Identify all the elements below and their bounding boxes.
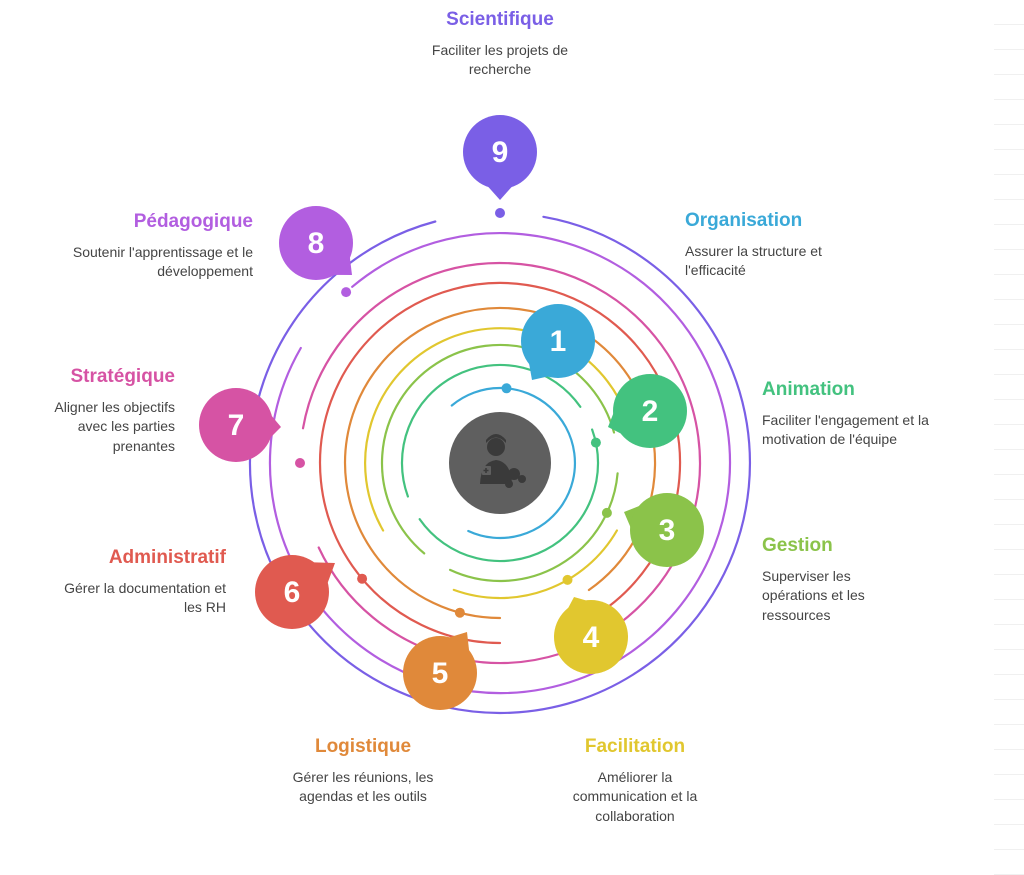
label-facilitation: Facilitation Améliorer la communication … — [535, 736, 735, 827]
badge-circle — [463, 115, 537, 189]
badge-1: 1 — [521, 304, 595, 380]
ring-dot-5 — [454, 607, 465, 618]
node-description: Gérer les réunions, les agendas et les o… — [292, 768, 434, 805]
badge-circle — [403, 636, 477, 710]
badge-circle — [630, 493, 704, 567]
ring-arc-3 — [449, 472, 619, 583]
ring-dot-4 — [562, 574, 573, 585]
ring-dots-group — [295, 208, 612, 618]
badge-circle — [255, 555, 329, 629]
badge-9: 9 — [463, 115, 537, 200]
node-title: Logistique — [314, 736, 412, 757]
ring-dot-2 — [590, 437, 601, 448]
node-description: Assurer la structure et l'efficacité — [685, 242, 822, 279]
ring-arc-2 — [418, 428, 600, 563]
badge-circle — [521, 304, 595, 378]
badge-2: 2 — [608, 374, 687, 448]
badge-number: 7 — [228, 409, 245, 442]
badge-4: 4 — [554, 597, 628, 674]
badge-number: 8 — [308, 227, 325, 260]
badge-number: 3 — [659, 514, 676, 547]
node-title: Facilitation — [584, 736, 686, 757]
ring-dot-1 — [501, 383, 512, 394]
node-title: Organisation — [685, 210, 803, 231]
badge-circle — [554, 600, 628, 674]
node-title: Administratif — [108, 547, 226, 568]
badge-3: 3 — [624, 493, 704, 567]
ring-arc-6 — [318, 281, 682, 645]
ring-dot-9 — [495, 208, 505, 218]
node-description: Faciliter l'engagement et la motivation … — [762, 411, 929, 448]
node-description: Aligner les objectifs avec les parties p… — [54, 398, 175, 455]
right-edge-ruler — [994, 0, 1024, 875]
ring-arc-1 — [450, 386, 577, 540]
node-description: Soutenir l'apprentissage et le développe… — [72, 243, 253, 280]
label-scientifique: Scientifique Faciliter les projets de re… — [385, 9, 615, 80]
label-animation: Animation Faciliter l'engagement et la m… — [762, 379, 992, 450]
label-organisation: Organisation Assurer la structure et l'e… — [685, 210, 915, 281]
ring-arc-9 — [248, 215, 751, 715]
badge-number: 6 — [284, 576, 301, 609]
node-title: Scientifique — [446, 9, 554, 30]
label-strategique: Stratégique Aligner les objectifs avec l… — [0, 366, 175, 457]
node-title: Gestion — [762, 535, 833, 556]
badge-7: 7 — [199, 388, 281, 462]
node-description: Gérer la documentation et les RH — [64, 579, 226, 616]
badge-6: 6 — [255, 555, 335, 629]
node-description: Faciliter les projets de recherche — [431, 41, 569, 78]
label-administratif: Administratif Gérer la documentation et … — [0, 547, 226, 618]
ring-dot-7 — [295, 458, 305, 468]
node-title: Animation — [762, 379, 855, 400]
label-gestion: Gestion Superviser les opérations et les… — [762, 535, 992, 626]
node-title: Stratégique — [70, 366, 175, 387]
badge-number: 2 — [642, 395, 659, 428]
badge-number: 5 — [432, 657, 449, 690]
person-with-tools-icon — [480, 434, 526, 488]
badge-circle — [279, 206, 353, 280]
node-description: Améliorer la communication et la collabo… — [572, 768, 698, 825]
node-title: Pédagogique — [133, 211, 253, 232]
center-hub — [449, 412, 551, 514]
badge-number: 1 — [550, 325, 567, 358]
badges-group: 1 2 3 4 5 6 7 8 9 — [199, 115, 704, 710]
ring-arc-5 — [344, 306, 657, 620]
ring-arc-3 — [380, 343, 616, 555]
node-description: Superviser les opérations et les ressour… — [762, 567, 865, 624]
label-pedagogique: Pédagogique Soutenir l'apprentissage et … — [0, 211, 253, 282]
ring-dot-6 — [357, 573, 368, 584]
badge-8: 8 — [279, 206, 353, 280]
badge-circle — [613, 374, 687, 448]
badge-number: 4 — [583, 621, 600, 654]
label-logistique: Logistique Gérer les réunions, les agend… — [263, 736, 463, 807]
ring-dot-3 — [601, 507, 612, 518]
badge-circle — [199, 388, 273, 462]
ring-arc-2 — [400, 363, 582, 498]
badge-5: 5 — [403, 632, 477, 710]
badge-number: 9 — [492, 136, 509, 169]
ring-dot-8 — [341, 287, 352, 298]
ring-arc-4 — [452, 529, 618, 600]
